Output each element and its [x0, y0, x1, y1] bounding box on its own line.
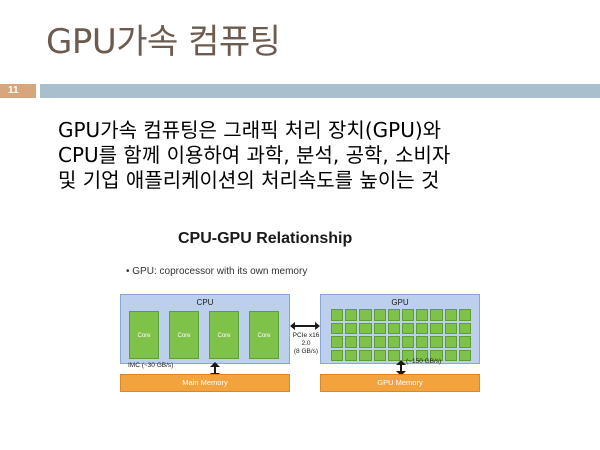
gpu-core-cell: [373, 336, 386, 348]
gpu-core-cell: [387, 349, 400, 361]
body-line: GPU가속 컴퓨팅은 그래픽 처리 장치(GPU)와: [58, 118, 442, 142]
gpu-core-cell: [359, 349, 372, 361]
cpu-core: Core: [209, 311, 239, 359]
gpu-core-cell: [331, 336, 344, 348]
imc-label: IMC (~30 GB/s): [128, 362, 174, 369]
gpu-core-grid: [331, 309, 471, 361]
gpu-core-cell: [430, 336, 443, 348]
gpu-core-cell: [331, 349, 344, 361]
gpu-core-cell: [401, 349, 415, 361]
gpu-core-cell: [416, 349, 429, 361]
gpu-core-cell: [458, 322, 471, 334]
pcie-line: PCIe x16: [292, 332, 320, 339]
gpu-core-cell: [331, 322, 344, 334]
gpu-core-cell: [331, 309, 344, 321]
gpu-core-cell: [458, 309, 471, 321]
figure-bullet: • GPU: coprocessor with its own memory: [126, 266, 308, 277]
pcie-line: 2.0: [301, 340, 311, 347]
gpu-core-cell: [345, 309, 358, 321]
gpu-box: GPU: [320, 294, 480, 364]
gpu-core-cell: [387, 309, 400, 321]
gpu-core-cell: [359, 322, 372, 334]
gpu-core-cell: [373, 309, 386, 321]
cpu-box: CPU Core Core Core Core: [120, 294, 290, 364]
cpu-core: Core: [129, 311, 159, 359]
gpu-core-cell: [401, 309, 415, 321]
gpu-memory-box: GPU Memory: [320, 374, 480, 392]
gpu-core-cell: [345, 336, 358, 348]
gpu-core-cell: [430, 349, 443, 361]
gpu-core-cell: [444, 309, 457, 321]
gpu-core-cell: [387, 322, 400, 334]
figure-title: CPU-GPU Relationship: [178, 230, 353, 247]
gpu-core-cell: [345, 349, 358, 361]
pcie-arrow-icon: [290, 322, 320, 330]
gpu-core-cell: [444, 349, 457, 361]
gpu-core-cell: [416, 309, 429, 321]
gpu-core-cell: [444, 336, 457, 348]
gpu-core-cell: [387, 336, 400, 348]
cpu-core: Core: [169, 311, 199, 359]
slide-title: GPU가속 컴퓨팅: [46, 22, 281, 62]
gpu-bandwidth-label: (~150 GB/s): [406, 358, 442, 365]
main-memory-box: Main Memory: [120, 374, 290, 392]
gpu-core-cell: [359, 336, 372, 348]
gpu-core-cell: [430, 322, 443, 334]
body-line: 및 기업 애플리케이션의 처리속도를 높이는 것: [58, 168, 440, 192]
gpu-core-cell: [401, 322, 415, 334]
gpu-label: GPU: [391, 298, 409, 307]
gpu-core-cell: [444, 322, 457, 334]
gpu-core-cell: [458, 349, 471, 361]
cpu-gpu-diagram: CPU-GPU Relationship • GPU: coprocessor …: [110, 222, 490, 422]
gpu-core-cell: [345, 322, 358, 334]
body-text: GPU가속 컴퓨팅은 그래픽 처리 장치(GPU)와 CPU를 함께 이용하여 …: [58, 118, 578, 193]
gpu-core-cell: [430, 309, 443, 321]
gpu-memory-arrow-icon: [396, 360, 406, 376]
gpu-core-cell: [373, 349, 386, 361]
body-line: CPU를 함께 이용하여 과학, 분석, 공학, 소비자: [58, 143, 451, 167]
cpu-label: CPU: [196, 298, 214, 307]
pcie-label: PCIe x16 2.0 (8 GB/s): [286, 332, 326, 356]
gpu-core-cell: [401, 336, 415, 348]
gpu-core-cell: [416, 336, 429, 348]
gpu-core-cell: [359, 309, 372, 321]
header-rule: [40, 84, 600, 98]
pcie-line: (8 GB/s): [293, 348, 319, 355]
page-number-badge: 11: [0, 84, 36, 98]
gpu-core-cell: [373, 322, 386, 334]
cpu-core: Core: [249, 311, 279, 359]
gpu-core-cell: [416, 322, 429, 334]
gpu-core-cell: [458, 336, 471, 348]
